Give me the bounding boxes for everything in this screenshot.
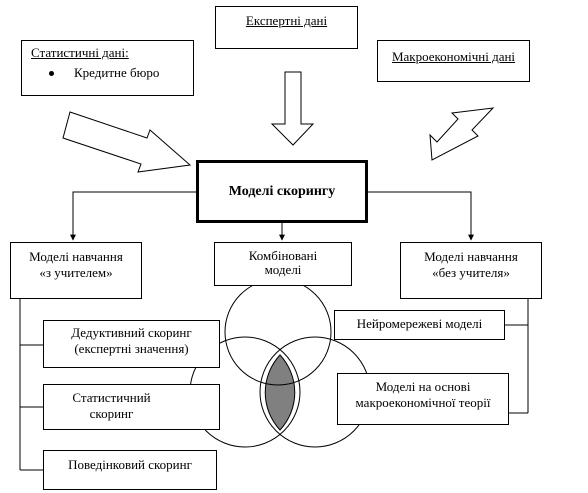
bullet-icon [49, 70, 54, 76]
scoring-models-box: Моделі скорингу [196, 160, 368, 223]
statistical-data-item: Кредитне бюро [31, 65, 193, 81]
connector-to-teacher [70, 191, 196, 241]
supervised-line-1: Моделі навчання [29, 249, 123, 264]
deductive-scoring-box: Дедуктивний скоринг (експертні значення) [43, 320, 220, 368]
combined-models-box: Комбіновані моделі [214, 242, 352, 286]
behavioral-scoring-label: Поведінковий скоринг [68, 457, 192, 472]
statistical-scoring-line-1: Статистичний [72, 390, 151, 405]
neural-models-label: Нейромережеві моделі [356, 316, 483, 331]
macro-theory-line-1: Моделі на основі [375, 379, 471, 394]
arrow-from-statistical [62, 111, 192, 173]
statistical-data-label: Статистичні дані: [31, 45, 129, 60]
scoring-models-label: Моделі скорингу [228, 183, 336, 199]
deductive-line-2: (експертні значення) [74, 341, 189, 356]
combined-line-2: моделі [264, 262, 302, 277]
unsupervised-line-1: Моделі навчання [424, 249, 518, 264]
statistical-scoring-line-2: скоринг [89, 406, 134, 421]
statistical-data-box: Статистичні дані: Кредитне бюро [21, 40, 194, 96]
behavioral-scoring-box: Поведінковий скоринг [43, 450, 217, 490]
neural-models-box: Нейромережеві моделі [334, 310, 505, 340]
unsupervised-line-2: «без учителя» [432, 265, 510, 280]
unsupervised-models-box: Моделі навчання «без учителя» [400, 242, 542, 299]
deductive-line-1: Дедуктивний скоринг [71, 325, 192, 340]
supervised-models-box: Моделі навчання «з учителем» [10, 242, 142, 299]
macro-data-box: Макроекономічні дані [377, 40, 530, 82]
expert-data-label: Експертні дані [245, 13, 328, 28]
macro-theory-models-box: Моделі на основі макроекономічної теорії [337, 373, 509, 425]
arrow-from-macro [429, 107, 495, 161]
macro-data-label: Макроекономічні дані [391, 49, 516, 64]
credit-bureau-label: Кредитне бюро [74, 65, 160, 80]
supervised-line-2: «з учителем» [39, 265, 113, 280]
connector-to-noteacher [368, 191, 474, 241]
expert-data-box: Експертні дані [215, 6, 358, 49]
arrow-from-expert [270, 71, 315, 146]
macro-theory-line-2: макроекономічної теорії [355, 395, 491, 410]
venn-overlap [264, 354, 296, 431]
statistical-scoring-box: Статистичний скоринг [43, 384, 220, 430]
combined-line-1: Комбіновані [248, 248, 318, 263]
